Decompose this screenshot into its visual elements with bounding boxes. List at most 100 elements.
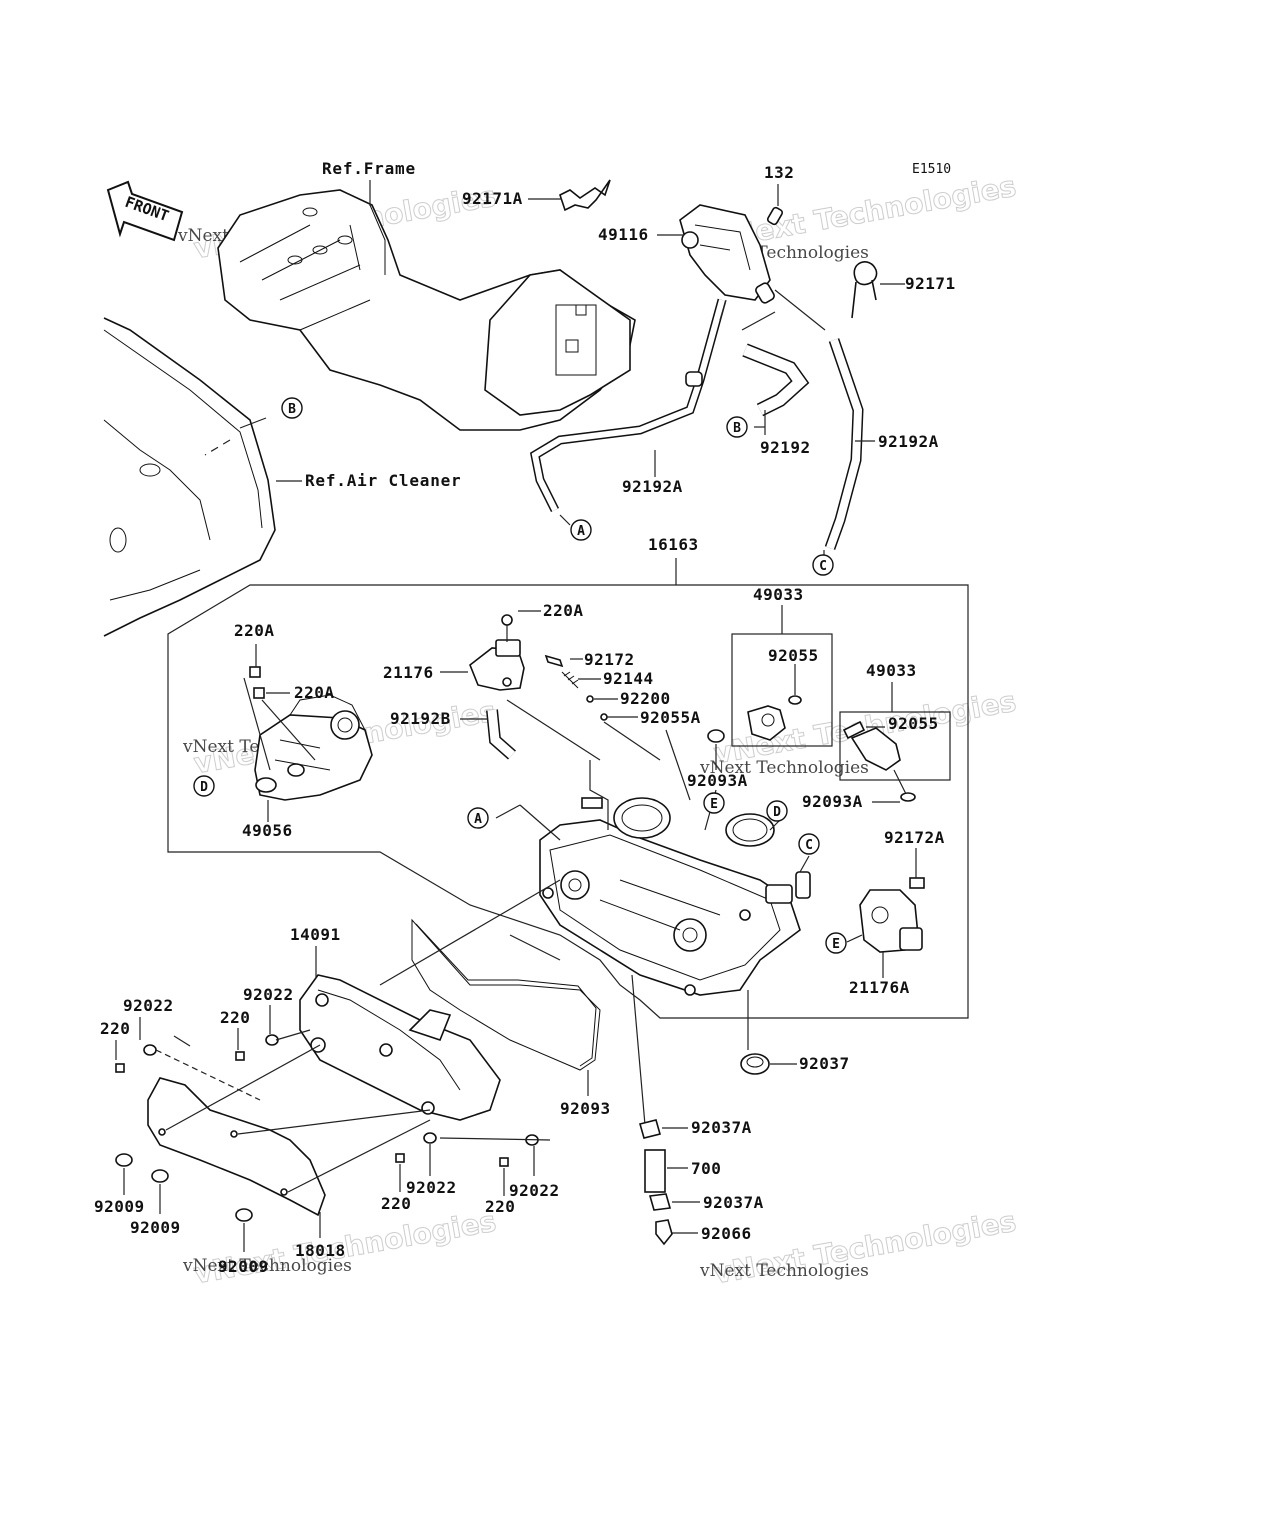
o-ring-92055-a <box>788 695 802 705</box>
svg-text:E: E <box>832 937 840 952</box>
connector-E-sensor: E <box>825 932 847 954</box>
hose-92192A-left <box>529 298 727 513</box>
part-label: 92022 <box>406 1178 457 1197</box>
connector-C-body: C <box>798 833 820 855</box>
part-label: 49056 <box>242 821 293 840</box>
part-label: 92009 <box>94 1197 145 1216</box>
part-label: 92037A <box>703 1193 764 1212</box>
part-label: 92172 <box>584 650 635 669</box>
part-label: 92192 <box>760 438 811 457</box>
svg-text:D: D <box>200 780 208 795</box>
part-label: 220 <box>100 1019 130 1038</box>
hose-clamp-92171 <box>851 261 878 319</box>
svg-text:D: D <box>773 805 781 820</box>
part-label: 92200 <box>620 689 671 708</box>
cover-14091 <box>299 974 501 1121</box>
part-label: 92022 <box>509 1181 560 1200</box>
part-label: 92192B <box>390 709 451 728</box>
part-label: 92009 <box>130 1218 181 1237</box>
watermark-text: vNext Technologies <box>699 1261 869 1281</box>
part-label: 18018 <box>295 1241 346 1260</box>
part-label: 92144 <box>603 669 654 688</box>
part-label: 220A <box>234 621 275 640</box>
part-label: 92171A <box>462 189 523 208</box>
svg-text:C: C <box>805 838 813 853</box>
ref-air-cleaner-label: Ref.Air Cleaner <box>305 471 462 490</box>
part-label: 92192A <box>622 477 683 496</box>
connector-B-cleaner: B <box>281 397 303 419</box>
part-label: 220A <box>543 601 584 620</box>
ref-frame-label: Ref.Frame <box>322 159 416 178</box>
svg-text:A: A <box>577 524 585 539</box>
part-label: 92093A <box>802 792 863 811</box>
diagram-code: E1510 <box>912 162 951 177</box>
part-label: 92093 <box>560 1099 611 1118</box>
connector-D-body: D <box>766 800 788 822</box>
watermark-text: vNext Technologies <box>699 758 869 778</box>
part-label: 92055A <box>640 708 701 727</box>
injector-49033-b <box>842 720 901 771</box>
part-label: 220 <box>485 1197 515 1216</box>
part-label: 92172A <box>884 828 945 847</box>
hose-700 <box>644 1149 666 1193</box>
air-switching-valve <box>679 204 775 304</box>
part-label: 21176A <box>849 978 910 997</box>
part-labels: 92171A 49116 132 92171 92192 92192A 9219… <box>94 163 956 1276</box>
part-label: 92055 <box>768 646 819 665</box>
part-label: 49033 <box>753 585 804 604</box>
sensor-21176 <box>469 614 525 691</box>
part-label: 220A <box>294 683 335 702</box>
sensor-21176A <box>859 889 923 953</box>
part-label: 700 <box>691 1159 721 1178</box>
part-label: 92022 <box>243 985 294 1004</box>
wire-clamp-92171A <box>559 179 611 212</box>
connector-C-hose: C <box>812 554 834 576</box>
part-label: 92037A <box>691 1118 752 1137</box>
valve-49056 <box>254 694 373 801</box>
box-49033-b <box>839 711 951 781</box>
o-ring-92093A-right <box>900 792 916 802</box>
o-ring-92093A-mid <box>707 729 725 743</box>
air-cleaner-outline <box>103 317 276 637</box>
part-label: 220 <box>220 1008 250 1027</box>
part-label: 16163 <box>648 535 699 554</box>
part-label: 49033 <box>866 661 917 680</box>
part-label: 92093A <box>687 771 748 790</box>
gasket-92093 <box>411 918 601 1071</box>
hose-92192 <box>742 343 810 417</box>
part-label: 220 <box>381 1194 411 1213</box>
screw-spring-set <box>544 654 608 721</box>
svg-text:A: A <box>474 812 482 827</box>
part-label: 14091 <box>290 925 341 944</box>
part-label: 49116 <box>598 225 649 244</box>
svg-text:B: B <box>733 421 741 436</box>
part-label: 92055 <box>888 714 939 733</box>
front-arrow-icon: FRONT <box>106 180 184 242</box>
connector-B-hose: B <box>726 416 748 438</box>
part-label: 92022 <box>123 996 174 1015</box>
throttle-body-assembly <box>539 797 811 996</box>
injector-49033-a <box>747 705 786 741</box>
clamp-92037 <box>740 1053 770 1075</box>
cap-92066 <box>655 1219 673 1246</box>
part-label: 132 <box>764 163 794 182</box>
part-label: 92171 <box>905 274 956 293</box>
screw-220A-mid <box>253 687 265 699</box>
hose-92192B <box>486 709 516 760</box>
part-label: 92037 <box>799 1054 850 1073</box>
frame-outline <box>217 189 636 431</box>
connector-A-hose: A <box>570 519 592 541</box>
screws-bottom-left <box>115 1034 539 1222</box>
part-label: 92009 <box>218 1257 269 1276</box>
svg-text:B: B <box>288 402 296 417</box>
clamp-92037A-b <box>648 1193 672 1211</box>
connector-E-body: E <box>703 792 725 814</box>
connector-D-left: D <box>193 775 215 797</box>
bolt-132 <box>766 206 784 226</box>
clamp-92037A-a <box>639 1119 661 1139</box>
connector-A-body: A <box>467 807 489 829</box>
screw-220A-left <box>249 666 261 678</box>
watermark-text: vNext Technologies <box>182 1256 352 1276</box>
svg-text:E: E <box>710 797 718 812</box>
